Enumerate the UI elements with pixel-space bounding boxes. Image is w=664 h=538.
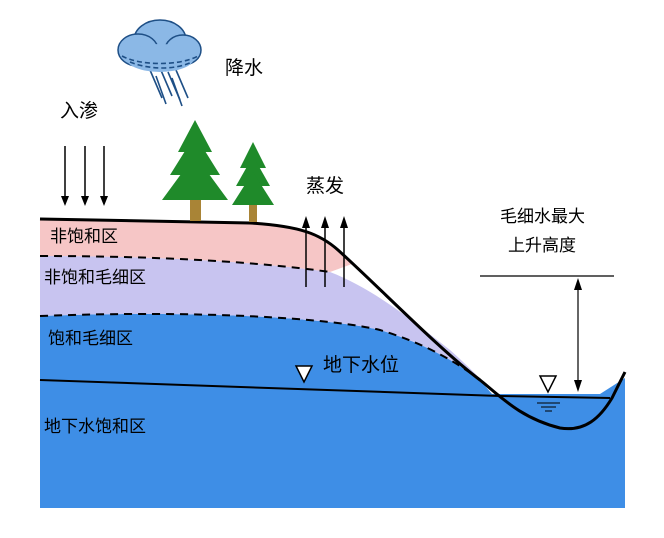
- tree-small: [232, 142, 274, 222]
- label-max-capillary-rise-line1: 毛细水最大: [500, 207, 585, 227]
- label-saturated-capillary-zone: 饱和毛细区: [48, 329, 133, 349]
- unsaturated-zone-area: [40, 219, 352, 272]
- rain-cloud-icon: [117, 19, 202, 107]
- capillary-boundary-dashed: [39, 312, 481, 381]
- rain-streaks: [149, 67, 189, 107]
- evaporation-arrows: [302, 216, 348, 287]
- surface-water-level-marker: [538, 375, 558, 394]
- label-unsaturated-capillary-zone: 非饱和毛细区: [44, 268, 146, 288]
- capillary-rise-arrow-head-up: [574, 278, 582, 290]
- label-max-capillary-rise-line2: 上升高度: [508, 236, 576, 256]
- label-unsaturated-zone: 非饱和区: [50, 227, 118, 247]
- label-water-table: 地下水位: [323, 354, 399, 376]
- unsaturated-boundary-dashed: [39, 255, 331, 273]
- unsaturated-capillary-zone-area: [40, 256, 495, 394]
- label-precipitation: 降水: [225, 57, 263, 79]
- water-table-marker: [294, 365, 314, 384]
- label-infiltration: 入渗: [60, 100, 98, 122]
- infiltration-arrows: [61, 146, 108, 206]
- label-groundwater-saturated-zone: 地下水饱和区: [44, 417, 146, 437]
- tree-large: [162, 120, 228, 221]
- label-evaporation: 蒸发: [306, 175, 344, 197]
- saturated-zone-area: [40, 313, 625, 508]
- ground-surface-line: [39, 217, 627, 431]
- capillary-rise-arrow-head-down: [574, 380, 582, 392]
